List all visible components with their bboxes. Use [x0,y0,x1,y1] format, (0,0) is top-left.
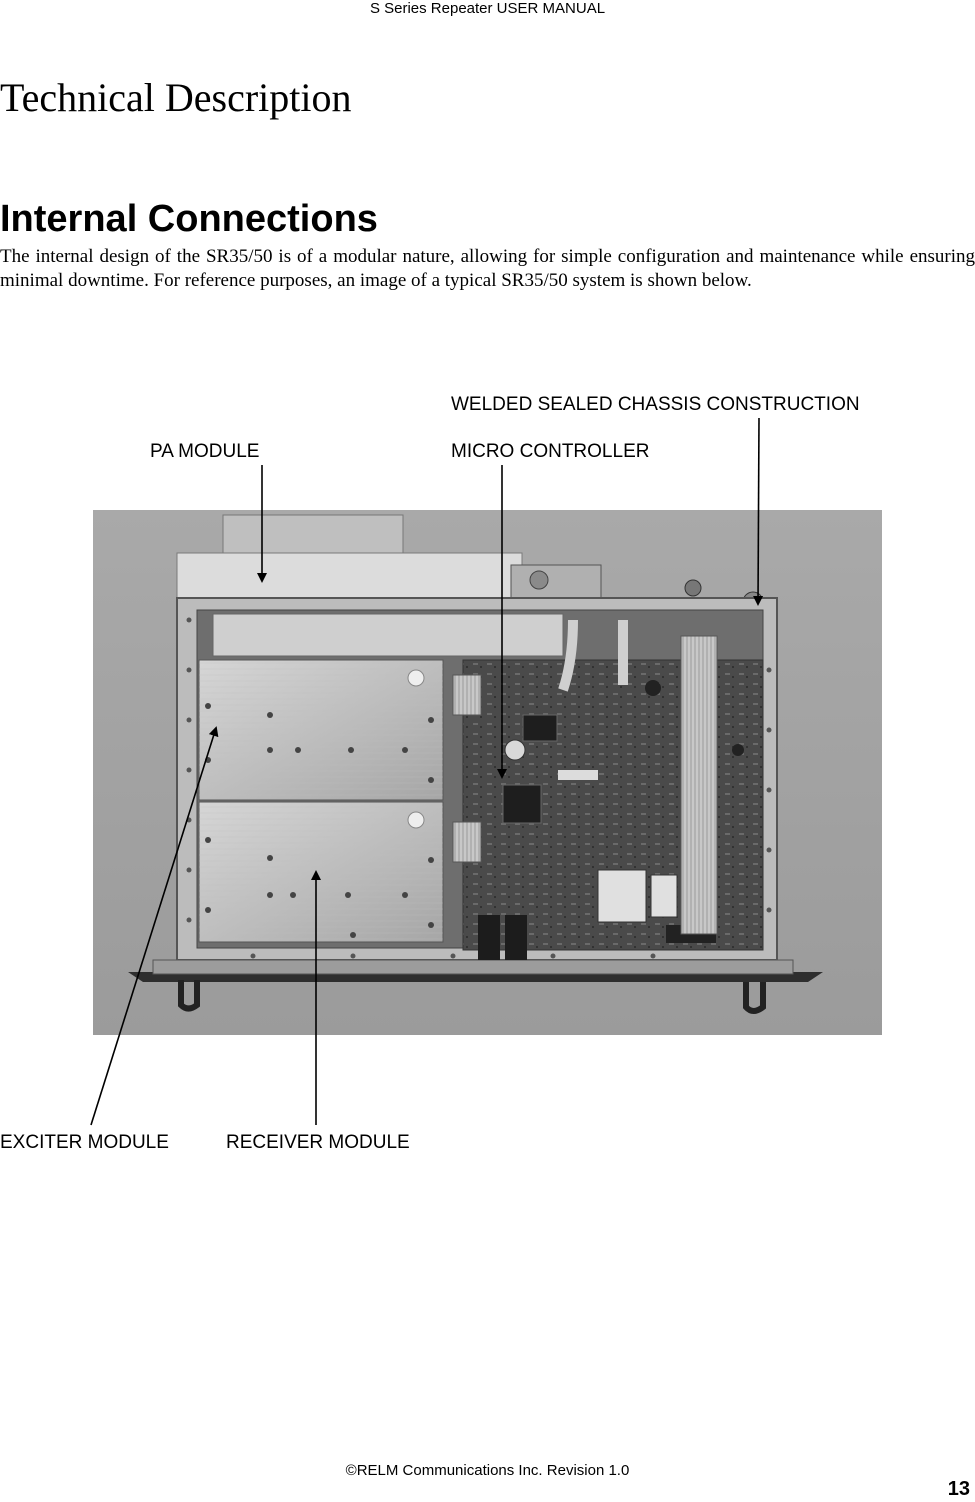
ribbon-cable-short [452,674,482,716]
intro-paragraph: The internal design of the SR35/50 is of… [0,246,975,291]
label-micro-controller: MICRO CONTROLLER [451,441,650,462]
repeater-internal-photo [93,510,882,1035]
label-receiver-module: RECEIVER MODULE [226,1132,410,1153]
ribbon-cable-bend [558,619,578,692]
exciter-module-plate [198,659,444,801]
page-title: Technical Description [0,75,352,120]
pa-module-body [212,613,564,657]
page-number: 13 [947,1478,970,1500]
label-exciter-module: EXCITER MODULE [0,1132,169,1153]
running-header: S Series Repeater USER MANUAL [369,0,606,17]
controller-pcb [462,659,764,960]
label-welded-chassis: WELDED SEALED CHASSIS CONSTRUCTION [451,394,860,415]
section-heading: Internal Connections [0,198,378,240]
label-pa-module: PA MODULE [150,441,260,462]
ribbon-cable [680,635,718,935]
footer-copyright: ©RELM Communications Inc. Revision 1.0 [345,1462,630,1479]
receiver-module-plate [198,801,444,943]
ribbon-cable-short [452,821,482,863]
